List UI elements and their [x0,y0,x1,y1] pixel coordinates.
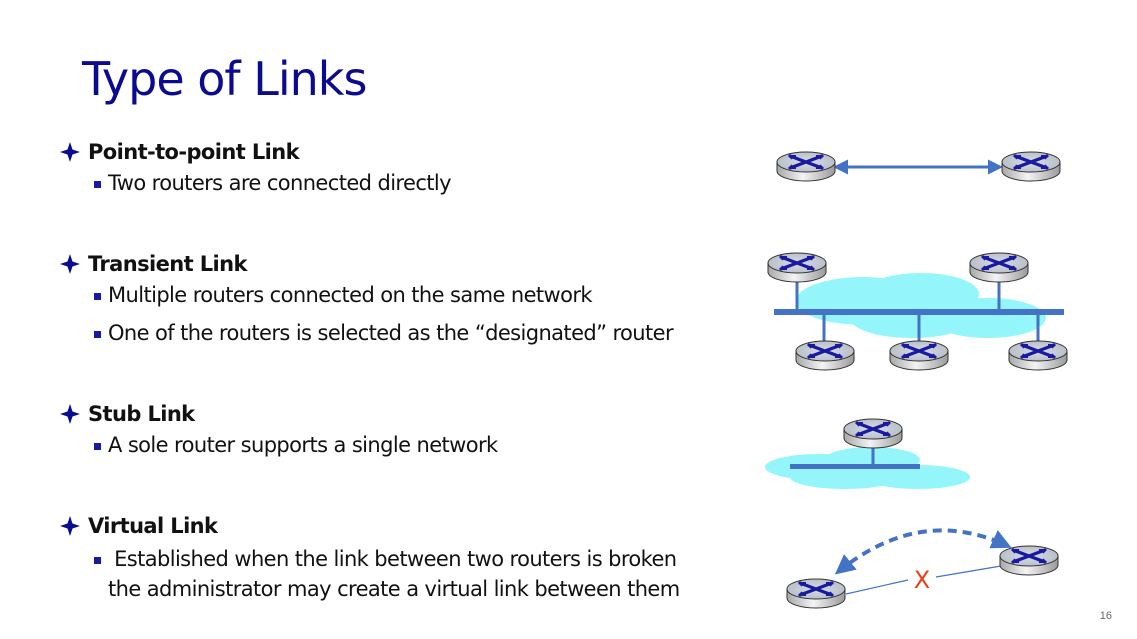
router-icon [786,578,846,610]
page-number: 16 [1099,610,1112,622]
four-point-star-icon [60,142,80,162]
heading-text: Transient Link [88,252,247,276]
router-icon [889,340,949,372]
square-bullet-icon [94,293,101,300]
virtual-link-arrow [834,528,1012,575]
square-bullet-icon [94,181,101,188]
section-virtual: Virtual Link Established when the link b… [60,514,680,604]
network-cloud [796,273,1046,338]
router-icon [776,151,836,183]
router-icon [1001,151,1061,183]
square-bullet-icon [94,331,101,338]
router-icon [795,340,855,372]
section-heading: Virtual Link [60,514,680,538]
section-point-to-point: Point-to-point Link Two routers are conn… [60,140,452,200]
broken-link-line [845,579,909,595]
heading-text: Stub Link [88,402,195,426]
bullet-item: A sole router supports a single network [60,428,498,462]
section-heading: Point-to-point Link [60,140,451,164]
section-stub: Stub Link A sole router supports a singl… [60,402,498,462]
transient-diagram [767,252,1068,372]
square-bullet-icon [94,443,101,450]
broken-link-x-mark: X [914,566,930,594]
four-point-star-icon [60,404,80,424]
four-point-star-icon [60,516,80,536]
bullet-text: A sole router supports a single network [108,433,498,457]
bullet-text-line-2: the administrator may create a virtual l… [108,577,680,601]
heading-text: Point-to-point Link [88,140,300,164]
section-heading: Stub Link [60,402,498,426]
stub-diagram [765,418,970,489]
bullet-text-line-1: Established when the link between two ro… [108,547,677,571]
router-icon [767,252,827,284]
router-icon [999,545,1059,577]
bullet-item: Multiple routers connected on the same n… [60,278,673,312]
section-transient: Transient Link Multiple routers connecte… [60,252,674,350]
section-heading: Transient Link [60,252,673,276]
router-icon [969,252,1029,284]
broken-link-line [935,565,1002,578]
virtual-diagram: X [786,528,1059,610]
slide-title: Type of Links [82,52,367,106]
bullet-text: Multiple routers connected on the same n… [108,283,593,307]
bullet-item: One of the routers is selected as the “d… [60,316,674,350]
router-icon [843,418,903,450]
router-icon [1008,340,1068,372]
bullet-text: Two routers are connected directly [108,171,452,195]
four-point-star-icon [60,254,80,274]
square-bullet-icon [94,557,101,564]
heading-text: Virtual Link [88,514,218,538]
network-bus [790,464,920,469]
point-to-point-diagram [776,151,1061,183]
bullet-text: One of the routers is selected as the “d… [108,321,674,345]
bullet-item: Established when the link between two ro… [60,544,680,604]
network-bus [774,309,1064,315]
bullet-item: Two routers are connected directly [60,166,452,200]
